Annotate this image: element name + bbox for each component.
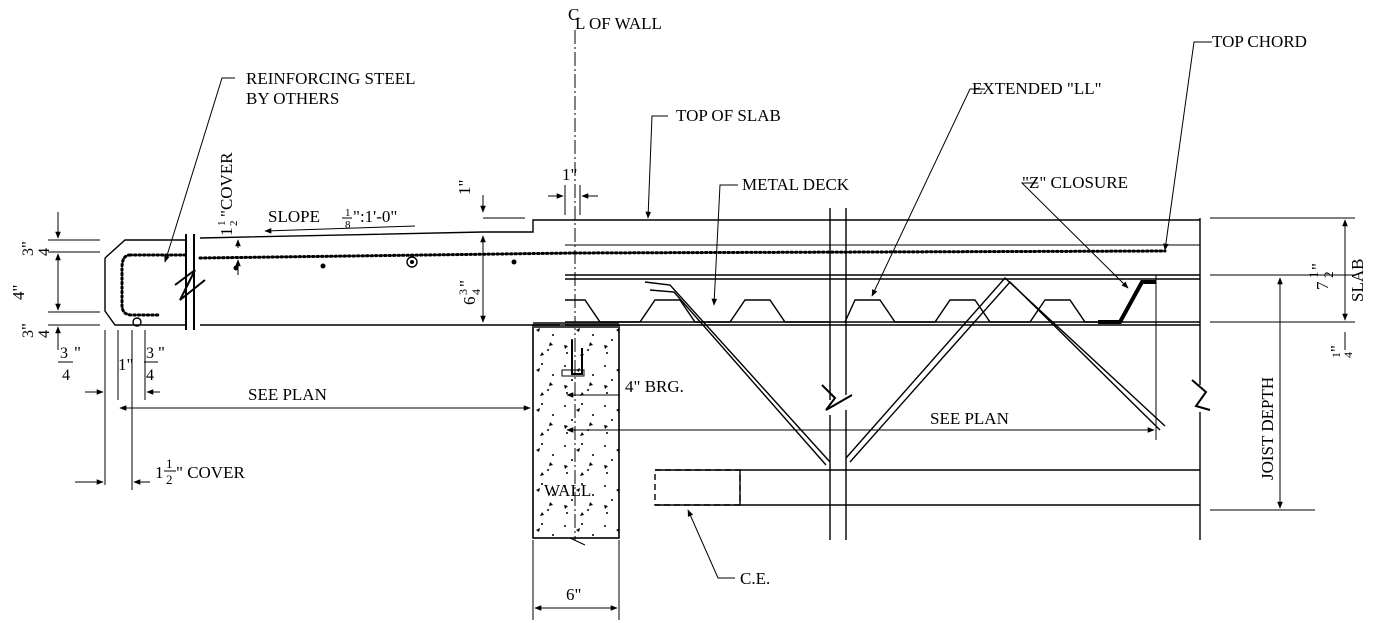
bearing-anchor [561,340,585,377]
svg-text:4" BRG.: 4" BRG. [625,377,684,396]
svg-text:1: 1 [216,221,228,227]
svg-text:": " [18,323,37,330]
svg-text:3: 3 [456,289,470,295]
left-edge-dims: 3 4 " 4" 3 4 " [9,212,100,350]
slab-thickness-dim: 6 3 4 " [456,235,486,323]
svg-text:"Z" CLOSURE: "Z" CLOSURE [1022,173,1128,192]
reinforcing-steel [120,249,1167,317]
svg-text:1: 1 [217,228,236,237]
svg-text:": " [18,241,37,248]
bottom-cover-dim: 1 1 2 " COVER [75,456,245,487]
svg-text:6": 6" [566,585,581,604]
svg-text:6: 6 [460,297,479,306]
svg-text:1: 1 [166,456,173,471]
leader-reinforcing: REINFORCING STEEL BY OTHERS [164,69,416,263]
svg-text:": " [74,343,81,362]
top-cover-note: 1 1 2 "COVER [216,152,240,236]
svg-text:1: 1 [1306,272,1321,279]
svg-text:EXTENDED "LL": EXTENDED "LL" [972,79,1102,98]
svg-text:2: 2 [166,472,173,487]
svg-text:OF WALL: OF WALL [589,14,662,33]
svg-text:1: 1 [1329,352,1343,358]
see-plan-right-dim: SEE PLAN [566,409,1155,433]
svg-text:4: 4 [36,330,53,338]
svg-text:SLAB: SLAB [1348,259,1367,302]
svg-text:TOP CHORD: TOP CHORD [1212,32,1307,51]
joist-depth-dim: JOIST DEPTH 1 4 " [1210,277,1355,511]
leader-extended-ll: EXTENDED "LL" [871,79,1102,297]
svg-text:C.E.: C.E. [740,569,770,588]
svg-text:1": 1" [118,355,133,374]
svg-text:3: 3 [60,345,68,362]
bearing-dim: 4" BRG. [566,377,684,398]
svg-text:": " [1327,345,1346,352]
leader-metal-deck: METAL DECK [711,175,850,306]
step-dim-horizontal: 1" [548,165,598,215]
svg-text:": " [1308,263,1327,270]
slab-edge [104,219,1200,330]
svg-text:4: 4 [62,367,70,384]
wall-label: WALL [544,481,591,500]
leader-top-of-slab: TOP OF SLAB [645,106,781,219]
centerline-label: C L OF WALL [568,5,662,33]
svg-text:4: 4 [1341,352,1355,358]
svg-text:1: 1 [345,207,351,219]
leader-z-closure: "Z" CLOSURE [1020,173,1129,289]
svg-text:1": 1" [455,180,474,195]
svg-text:" COVER: " COVER [176,463,245,482]
svg-text:8: 8 [345,219,351,231]
svg-text:":1'-0": ":1'-0" [353,207,397,226]
svg-text:C: C [568,5,579,24]
see-plan-left-dim: SEE PLAN [119,385,531,411]
svg-text:": " [456,280,475,287]
wall-width-dim: 6" [532,540,620,620]
svg-text:3: 3 [20,330,37,338]
svg-text:3: 3 [20,248,37,256]
joist-assembly [565,208,1211,540]
svg-text:L: L [575,14,585,33]
svg-text:SLOPE: SLOPE [268,207,320,226]
svg-text:SEE PLAN: SEE PLAN [248,385,327,404]
svg-text:3: 3 [146,345,154,362]
svg-text:2: 2 [1321,272,1336,279]
svg-text:SEE PLAN: SEE PLAN [930,409,1009,428]
svg-text:JOIST DEPTH: JOIST DEPTH [1258,377,1277,480]
svg-text:2: 2 [228,221,240,227]
slope-note: SLOPE 1 8 ":1'-0" [264,207,416,234]
bottom-edge-dims: 3 4 " 1" 3 4 " [58,330,165,490]
svg-text:4: 4 [36,248,53,256]
leader-top-chord: TOP CHORD [1163,32,1307,251]
svg-text:4: 4 [146,367,154,384]
svg-text:TOP OF SLAB: TOP OF SLAB [676,106,781,125]
concrete-wall [532,322,620,546]
slab-depth-dim: SLAB 7 1 2 " [1210,217,1367,323]
svg-text:4": 4" [9,285,28,300]
svg-text:BY OTHERS: BY OTHERS [246,89,339,108]
svg-text:METAL DECK: METAL DECK [742,175,850,194]
svg-text:4: 4 [469,289,483,295]
leader-ce: C.E. [687,509,770,588]
svg-text:7: 7 [1313,281,1332,290]
step-dim-vertical: 1" [455,180,525,219]
svg-text:": " [158,343,165,362]
svg-text:1": 1" [562,165,577,184]
svg-text:"COVER: "COVER [217,152,236,217]
svg-text:1: 1 [155,463,164,482]
svg-text:REINFORCING STEEL: REINFORCING STEEL [246,69,416,88]
